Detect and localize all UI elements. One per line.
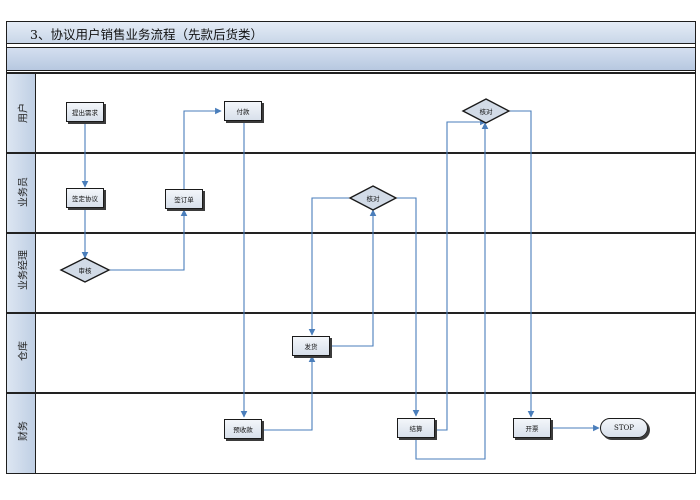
- lane-divider: [7, 152, 695, 154]
- lane-header-salesperson: [7, 153, 36, 232]
- sign-agreement-box: 签定协议: [66, 188, 104, 208]
- lane-header-finance: [7, 393, 36, 473]
- review-diamond: [59, 257, 111, 283]
- arrow-verify-to-ship: [308, 197, 351, 336]
- verify-user-label: 核对: [479, 108, 493, 116]
- verify-user-diamond: [461, 98, 511, 124]
- invoice-box: 开票: [513, 418, 551, 438]
- lane-divider: [7, 312, 695, 314]
- arrow-pre-receipt-to-ship: [262, 355, 316, 431]
- arrow-ship-to-verify: [331, 209, 377, 347]
- stop-terminator: STOP: [600, 418, 648, 438]
- verify-sales-diamond: [348, 185, 398, 211]
- lane-header-warehouse: [7, 313, 36, 392]
- ship-box: 发货: [292, 336, 330, 356]
- lane-divider: [7, 232, 695, 234]
- arrow-settle-to-verify-user: [435, 118, 487, 431]
- title-bar: [7, 22, 695, 44]
- lane-header-sales-manager: [7, 233, 36, 312]
- arrow-review-to-sign-order: [108, 209, 188, 271]
- settle-box: 结算: [397, 418, 435, 438]
- verify-sales-label: 核对: [366, 195, 380, 203]
- payment-box: 付款: [224, 101, 262, 121]
- arrow-verify-user-to-invoice: [509, 110, 535, 418]
- arrow-sign-order-to-payment: [183, 107, 222, 189]
- lane-divider: [7, 392, 695, 394]
- sign-order-box: 签订单: [165, 189, 203, 209]
- lane-divider: [7, 72, 695, 74]
- lane-header-user: [7, 73, 36, 152]
- review-label: 审核: [78, 267, 92, 275]
- arrow-verify-to-settle: [396, 197, 420, 417]
- propose-demand-box: 提出需求: [66, 102, 104, 122]
- diagram-frame: [6, 21, 696, 474]
- arrow-settle-loop-to-verify-user: [415, 122, 489, 460]
- pre-receipt-box: 预收款: [224, 419, 262, 439]
- diagram-title: 3、协议用户销售业务流程（先款后货类）: [30, 27, 263, 42]
- header-band: [7, 47, 695, 71]
